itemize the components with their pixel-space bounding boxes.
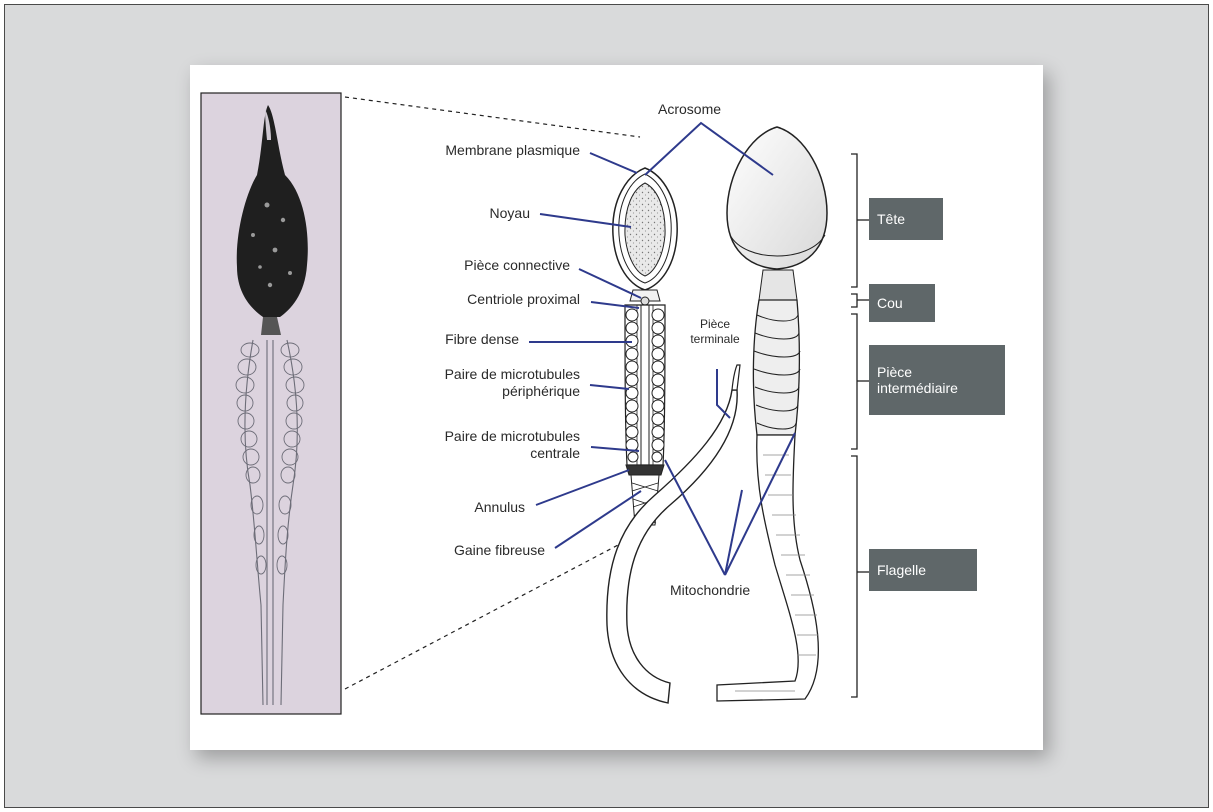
figure-frame: Acrosome Membrane plasmique Noyau Pièce … xyxy=(4,4,1209,808)
region-flagelle: Flagelle xyxy=(869,549,977,591)
region-piece-intermediaire-line2: intermédiaire xyxy=(877,380,958,396)
diagram-canvas xyxy=(5,5,1209,808)
region-brackets xyxy=(851,154,869,697)
label-piece-terminale-line1: Pièce xyxy=(685,317,745,332)
label-noyau: Noyau xyxy=(430,205,530,222)
label-annulus: Annulus xyxy=(425,499,525,516)
label-paire-microtubules-peripherique: Paire de microtubules périphérique xyxy=(380,366,580,400)
label-piece-terminale-line2: terminale xyxy=(685,332,745,347)
region-cou: Cou xyxy=(869,284,935,322)
label-membrane-plasmique: Membrane plasmique xyxy=(390,142,580,159)
label-paire-centrale-line1: Paire de microtubules xyxy=(380,428,580,445)
label-paire-microtubules-centrale: Paire de microtubules centrale xyxy=(380,428,580,462)
label-paire-centrale-line2: centrale xyxy=(380,445,580,462)
label-acrosome: Acrosome xyxy=(658,101,721,118)
region-piece-intermediaire: Pièce intermédiaire xyxy=(869,345,1005,415)
label-piece-connective: Pièce connective xyxy=(390,257,570,274)
label-fibre-dense: Fibre dense xyxy=(389,331,519,348)
region-piece-intermediaire-line1: Pièce xyxy=(877,364,958,380)
label-piece-terminale: Pièce terminale xyxy=(685,317,745,347)
label-paire-peripherique-line2: périphérique xyxy=(380,383,580,400)
region-tete: Tête xyxy=(869,198,943,240)
label-centriole-proximal: Centriole proximal xyxy=(400,291,580,308)
label-paire-peripherique-line1: Paire de microtubules xyxy=(380,366,580,383)
label-gaine-fibreuse: Gaine fibreuse xyxy=(405,542,545,559)
label-mitochondrie: Mitochondrie xyxy=(670,582,750,599)
micrograph-photo xyxy=(201,93,341,714)
